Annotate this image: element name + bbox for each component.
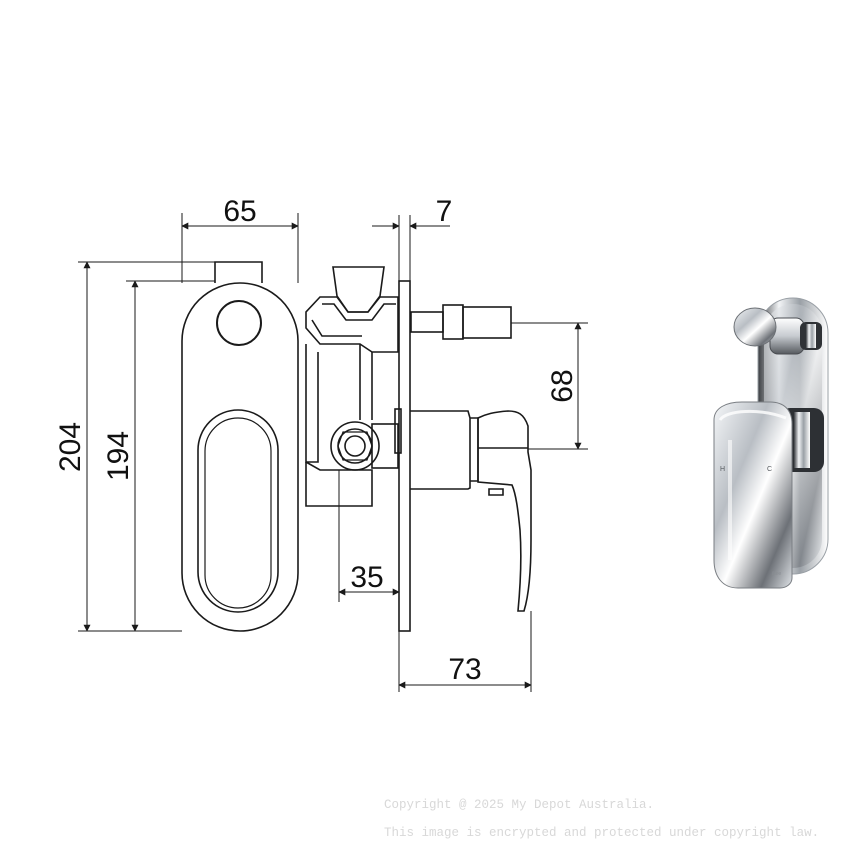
photo-hot-mark: H [720,466,725,473]
inlet-bracket [371,423,399,469]
outlet-stem [410,311,444,333]
watermark-line-2: This image is encrypted and protected un… [384,826,820,840]
lever-tip [488,488,504,496]
watermark-line-1: Copyright @ 2025 My Depot Australia. [384,798,655,812]
dim-label-height-total: 204 [54,422,87,472]
diverter-cap [332,266,385,313]
lever-handle [477,410,532,612]
outlet-fitting [462,306,512,339]
dim-label-width: 65 [223,195,256,228]
photo-diverter-knob [733,307,777,347]
diverter-body-inner [311,303,396,337]
faceplate-outline [181,282,299,632]
lever-inner [204,417,272,609]
product-photo: H C ikee [713,297,829,589]
dim-label-height-plate: 194 [102,431,135,481]
dim-label-handle-projection: 73 [448,653,481,686]
lever-collar [470,417,479,482]
diverter-stub [214,261,263,283]
photo-lever [713,401,793,589]
wall-plate [398,280,411,632]
outlet-nut [442,304,464,340]
diverter-body [305,296,399,353]
lever-body [410,410,471,490]
inlet-port-hex [337,431,373,461]
dim-label-plate-offset: 7 [436,195,453,228]
dim-label-spout-spacing: 68 [546,369,579,402]
dim-label-body-depth: 35 [350,561,383,594]
side-view [305,266,532,632]
lever-outline [197,409,279,613]
inlet-port-inner [344,435,366,457]
valve-body [305,344,373,463]
front-view [181,261,299,632]
dimension-lines [78,213,588,692]
valve-body-lower [305,461,373,507]
inlet-port-mid [337,428,373,464]
dimension-labels: 65 7 204 194 68 35 73 [54,195,579,686]
photo-brand-mark: ikee [772,571,781,577]
photo-cold-mark: C [767,466,772,473]
diverter-knob [216,300,262,346]
lever-mount [394,408,402,454]
inlet-port-outer [330,421,380,471]
